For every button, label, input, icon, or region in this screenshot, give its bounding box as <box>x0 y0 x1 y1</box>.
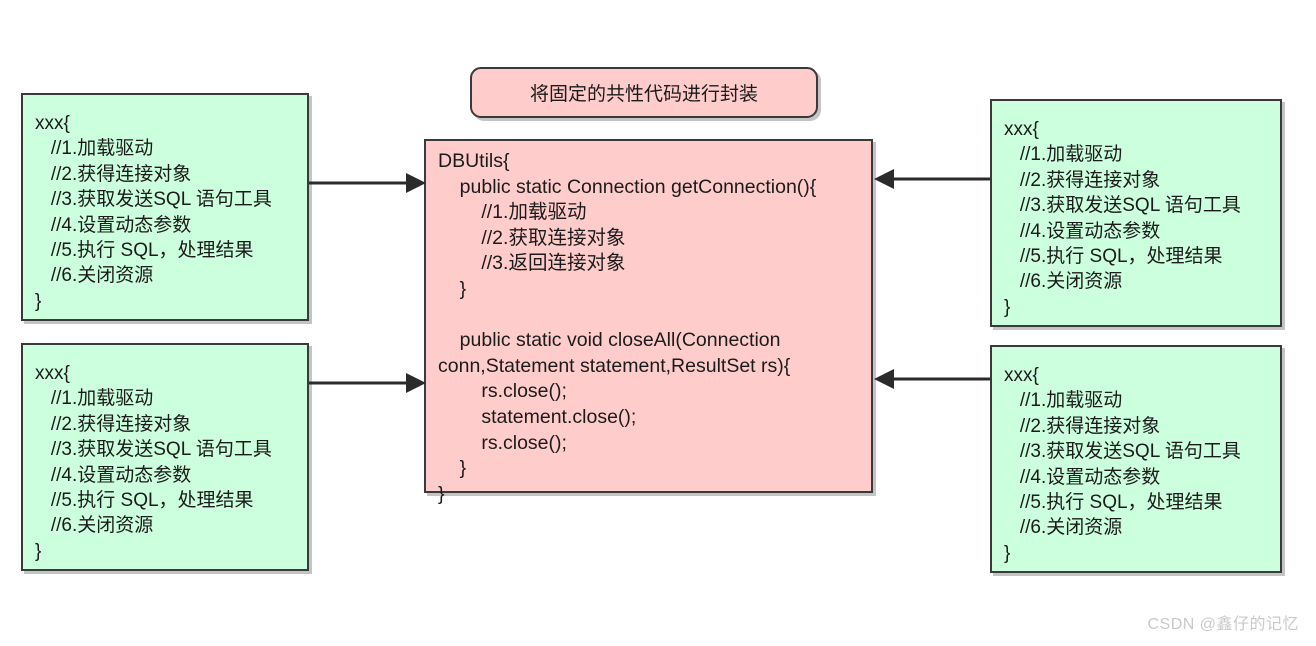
dbutils-code-text: DBUtils{ public static Connection getCon… <box>438 150 817 505</box>
csdn-watermark: CSDN @鑫仔的记忆 <box>1147 616 1299 633</box>
client-box-bottom-right: xxx{ //1.加载驱动 //2.获得连接对象 //3.获取发送SQL 语句工… <box>990 345 1282 573</box>
client-code-text-bottom-right: xxx{ //1.加载驱动 //2.获得连接对象 //3.获取发送SQL 语句工… <box>1004 365 1241 564</box>
arrow-bottom-left-to-center <box>309 373 426 393</box>
arrow-top-left-to-center <box>309 173 426 193</box>
client-box-bottom-left: xxx{ //1.加载驱动 //2.获得连接对象 //3.获取发送SQL 语句工… <box>21 343 309 571</box>
client-code-text-top-right: xxx{ //1.加载驱动 //2.获得连接对象 //3.获取发送SQL 语句工… <box>1004 119 1241 318</box>
client-box-top-right: xxx{ //1.加载驱动 //2.获得连接对象 //3.获取发送SQL 语句工… <box>990 99 1282 327</box>
client-code-text-bottom-left: xxx{ //1.加载驱动 //2.获得连接对象 //3.获取发送SQL 语句工… <box>35 363 272 562</box>
arrow-top-right-to-center <box>874 169 990 189</box>
annotation-box-encapsulation: 将固定的共性代码进行封装 <box>470 67 818 118</box>
dbutils-class-box: DBUtils{ public static Connection getCon… <box>424 139 873 505</box>
arrow-bottom-right-to-center <box>874 369 990 389</box>
annotation-text: 将固定的共性代码进行封装 <box>529 84 758 105</box>
client-box-top-left: xxx{ //1.加载驱动 //2.获得连接对象 //3.获取发送SQL 语句工… <box>21 93 309 321</box>
client-code-text-top-left: xxx{ //1.加载驱动 //2.获得连接对象 //3.获取发送SQL 语句工… <box>35 113 272 312</box>
